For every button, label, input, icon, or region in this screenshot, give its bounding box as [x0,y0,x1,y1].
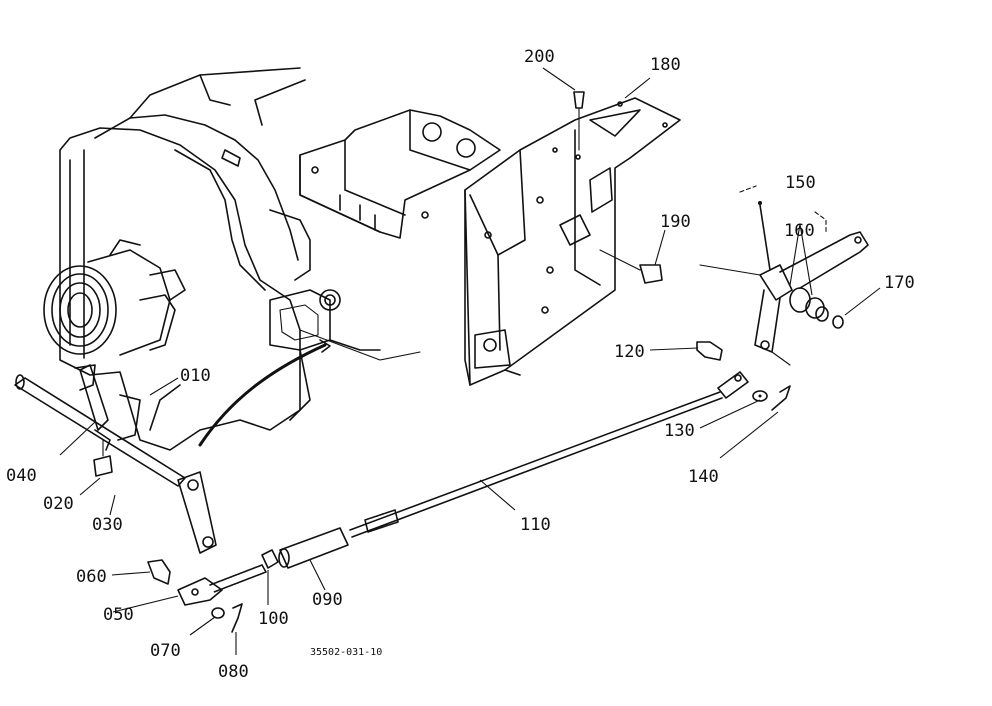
bolt-190 [599,249,663,284]
callout-170: 170 [884,273,915,293]
callout-160: 160 [784,221,815,241]
callout-190: 190 [660,212,691,232]
callout-010: 010 [180,366,211,386]
pin-120 [696,341,723,361]
pin-060 [147,559,171,585]
transmission-housing [43,67,421,451]
callout-180: 180 [650,55,681,75]
washer-130 [752,390,768,402]
bracket-plate-180 [464,97,681,386]
callout-110: 110 [520,515,551,535]
callout-140: 140 [688,467,719,487]
drawing-code: 35502-031-10 [310,647,382,658]
fork-shaft-040 [14,364,217,554]
nut-100 [261,549,279,569]
clevis-050 [177,564,267,606]
callout-080: 080 [218,662,249,682]
cotter-pin-140 [771,385,791,411]
callout-060: 060 [76,567,107,587]
callout-100: 100 [258,609,289,629]
callout-150: 150 [785,173,816,193]
callout-090: 090 [312,590,343,610]
washer-070 [211,607,225,619]
callout-130: 130 [664,421,695,441]
grease-nipple-200 [573,91,585,151]
upper-mount-bracket [299,109,501,239]
callout-120: 120 [614,342,645,362]
cotter-pin-080 [231,603,243,633]
shift-rod-110 [349,371,749,538]
callout-030: 030 [92,515,123,535]
lever-assembly-150 [699,185,869,366]
callout-200: 200 [524,47,555,67]
leader-lines [59,67,881,655]
callout-050: 050 [103,605,134,625]
callout-040: 040 [6,466,37,486]
bolt-020 [93,439,113,477]
turnbuckle-090 [278,527,349,569]
callout-070: 070 [150,641,181,661]
callout-020: 020 [43,494,74,514]
